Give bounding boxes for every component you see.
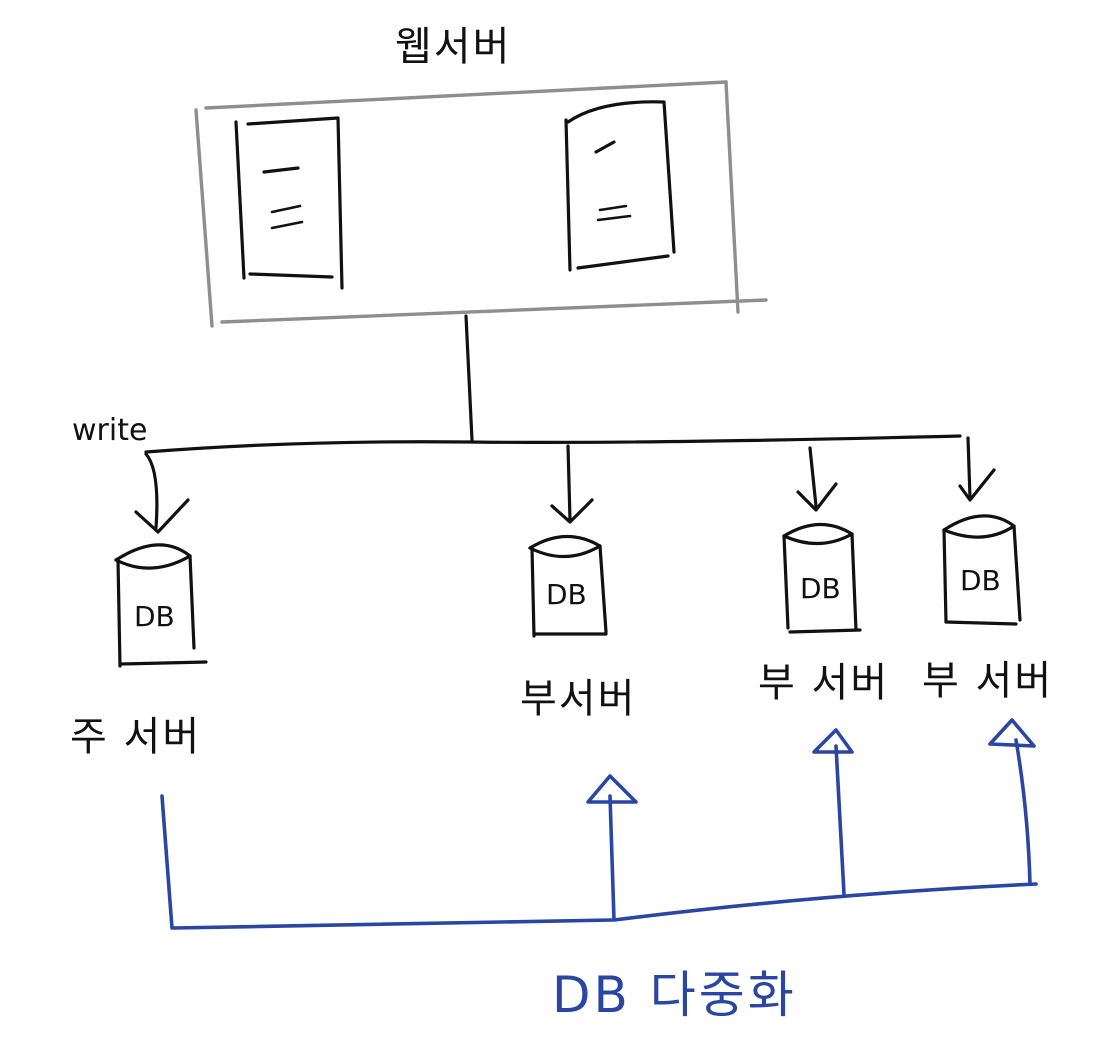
replication-flow — [160, 718, 1038, 930]
replica-db-2: DB — [782, 522, 862, 634]
replica-server-label-3: 부 서버 — [922, 658, 1053, 704]
web-server-title: 웹서버 — [395, 24, 511, 70]
arrow-to-primary-db — [134, 452, 190, 534]
web-server-node-1 — [234, 116, 344, 290]
web-server-node-2 — [564, 100, 676, 272]
primary-server-label: 주 서버 — [70, 714, 201, 760]
write-bus — [144, 434, 962, 454]
arrow-to-replica-3 — [958, 436, 996, 502]
web-server-frame — [194, 80, 768, 328]
replica-server-label-1: 부서버 — [520, 676, 636, 722]
replica-db-1-label: DB — [546, 578, 587, 611]
replica-db-3: DB — [942, 514, 1022, 626]
replication-label: DB 다중화 — [552, 966, 797, 1024]
arrow-to-replica-2 — [796, 446, 838, 512]
write-label: write — [72, 413, 147, 448]
replica-db-2-label: DB — [800, 572, 841, 605]
replica-db-1: DB — [528, 534, 608, 638]
primary-db: DB — [114, 543, 208, 668]
replica-db-3-label: DB — [960, 564, 1001, 597]
web-server-link — [464, 314, 474, 442]
replica-server-label-2: 부 서버 — [758, 660, 889, 706]
arrow-to-replica-1 — [550, 444, 594, 524]
primary-db-label: DB — [134, 600, 175, 633]
